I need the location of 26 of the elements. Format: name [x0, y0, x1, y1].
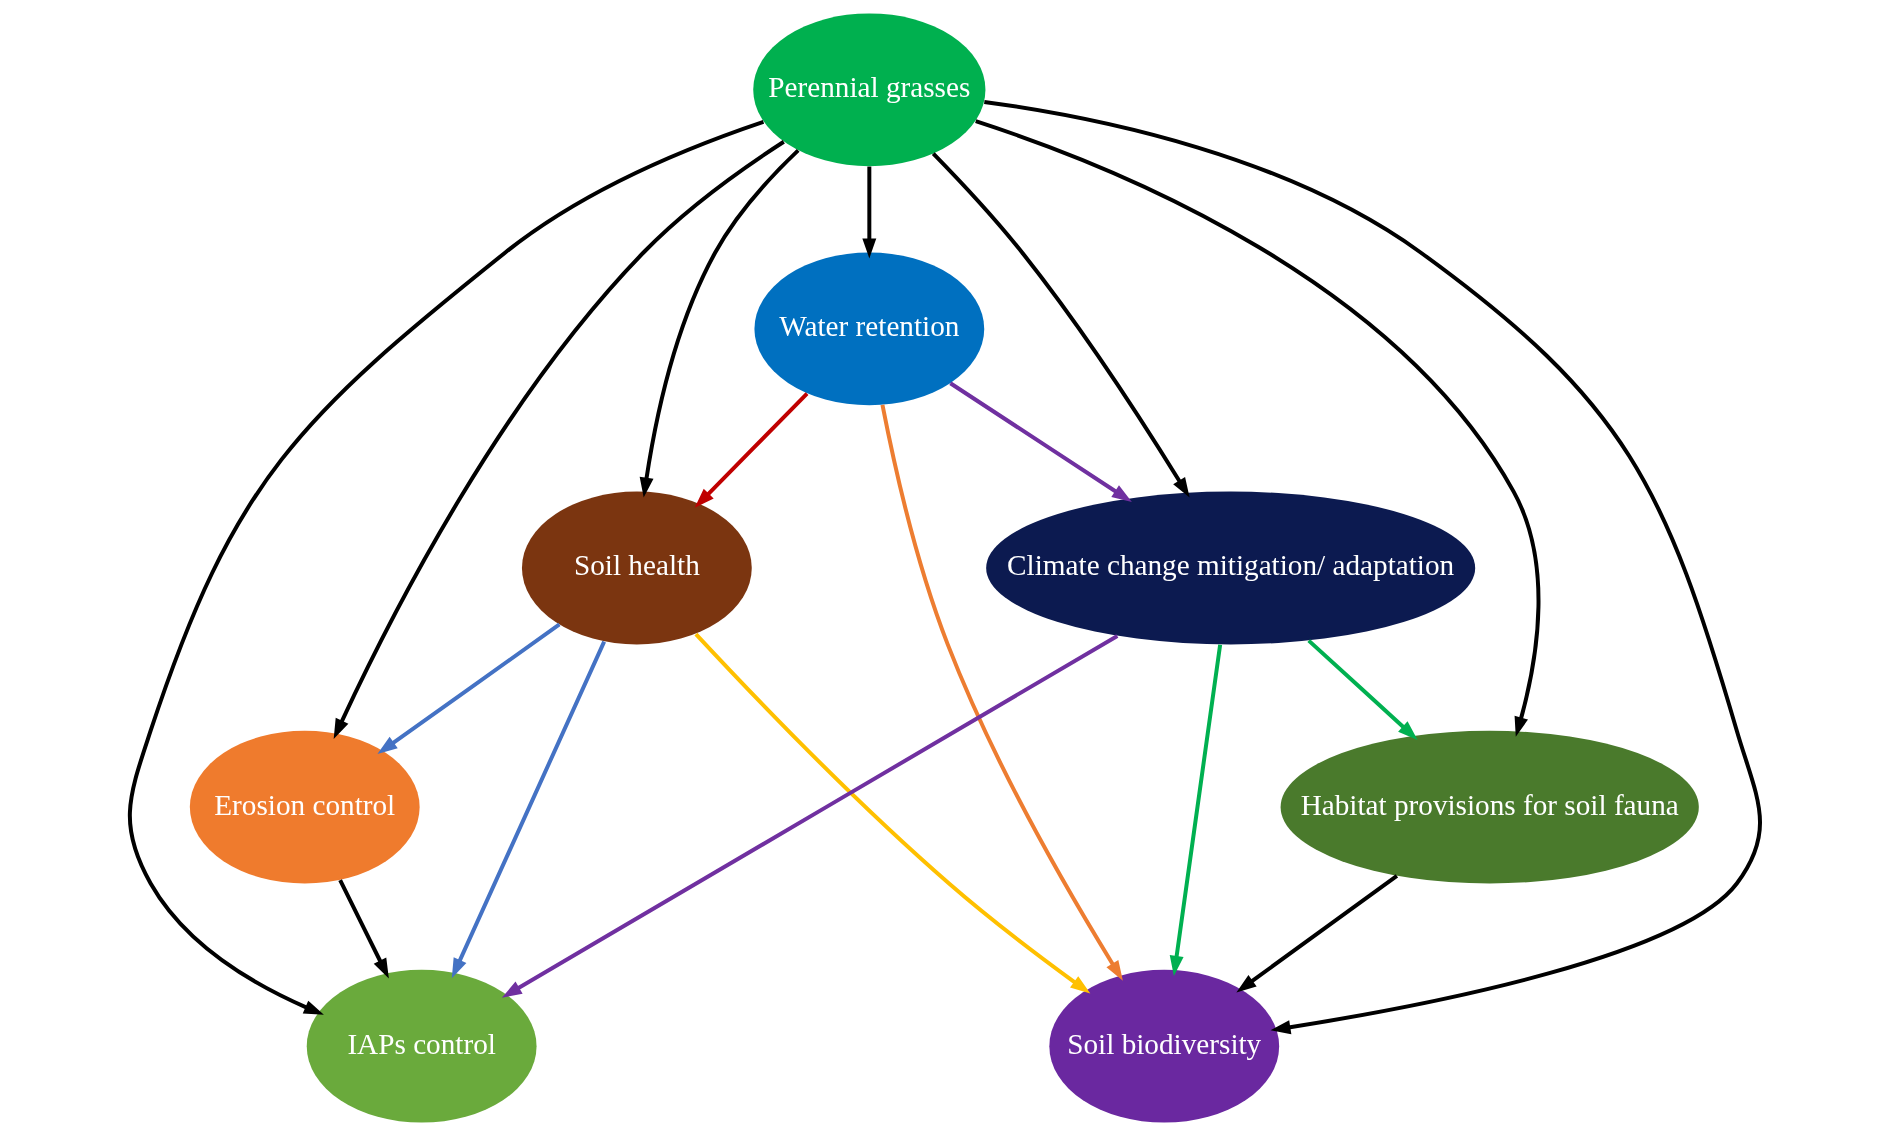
arrow — [694, 632, 1091, 994]
arrow — [1169, 644, 1223, 976]
arrow — [880, 404, 1123, 981]
arrow — [338, 879, 389, 979]
arrow — [984, 99, 1762, 1035]
arrow — [451, 640, 606, 979]
node-ellipse: Soil health — [521, 491, 752, 645]
node-ellipse: Perennial grasses — [753, 13, 986, 167]
arrow — [377, 622, 561, 755]
arrow — [694, 392, 809, 508]
node-ellipse: Erosion control — [189, 730, 420, 884]
arrow — [333, 140, 785, 739]
arrow — [975, 119, 1541, 737]
node-ellipse: Habitat provisions for soil fauna — [1280, 730, 1699, 884]
node-ellipse: Soil biodiversity — [1049, 969, 1280, 1123]
arrow — [931, 152, 1190, 498]
arrow — [1236, 874, 1399, 993]
arrow — [1307, 639, 1418, 740]
arrow — [949, 381, 1132, 502]
arrow — [501, 634, 1119, 998]
node-ellipse: Climate change mitigation/ adaptation — [986, 491, 1476, 645]
arrow — [862, 166, 877, 259]
arrow — [128, 119, 765, 1015]
arrow — [639, 148, 800, 498]
node-ellipse: Water retention — [754, 252, 985, 406]
node-ellipse: IAPs control — [306, 969, 537, 1123]
